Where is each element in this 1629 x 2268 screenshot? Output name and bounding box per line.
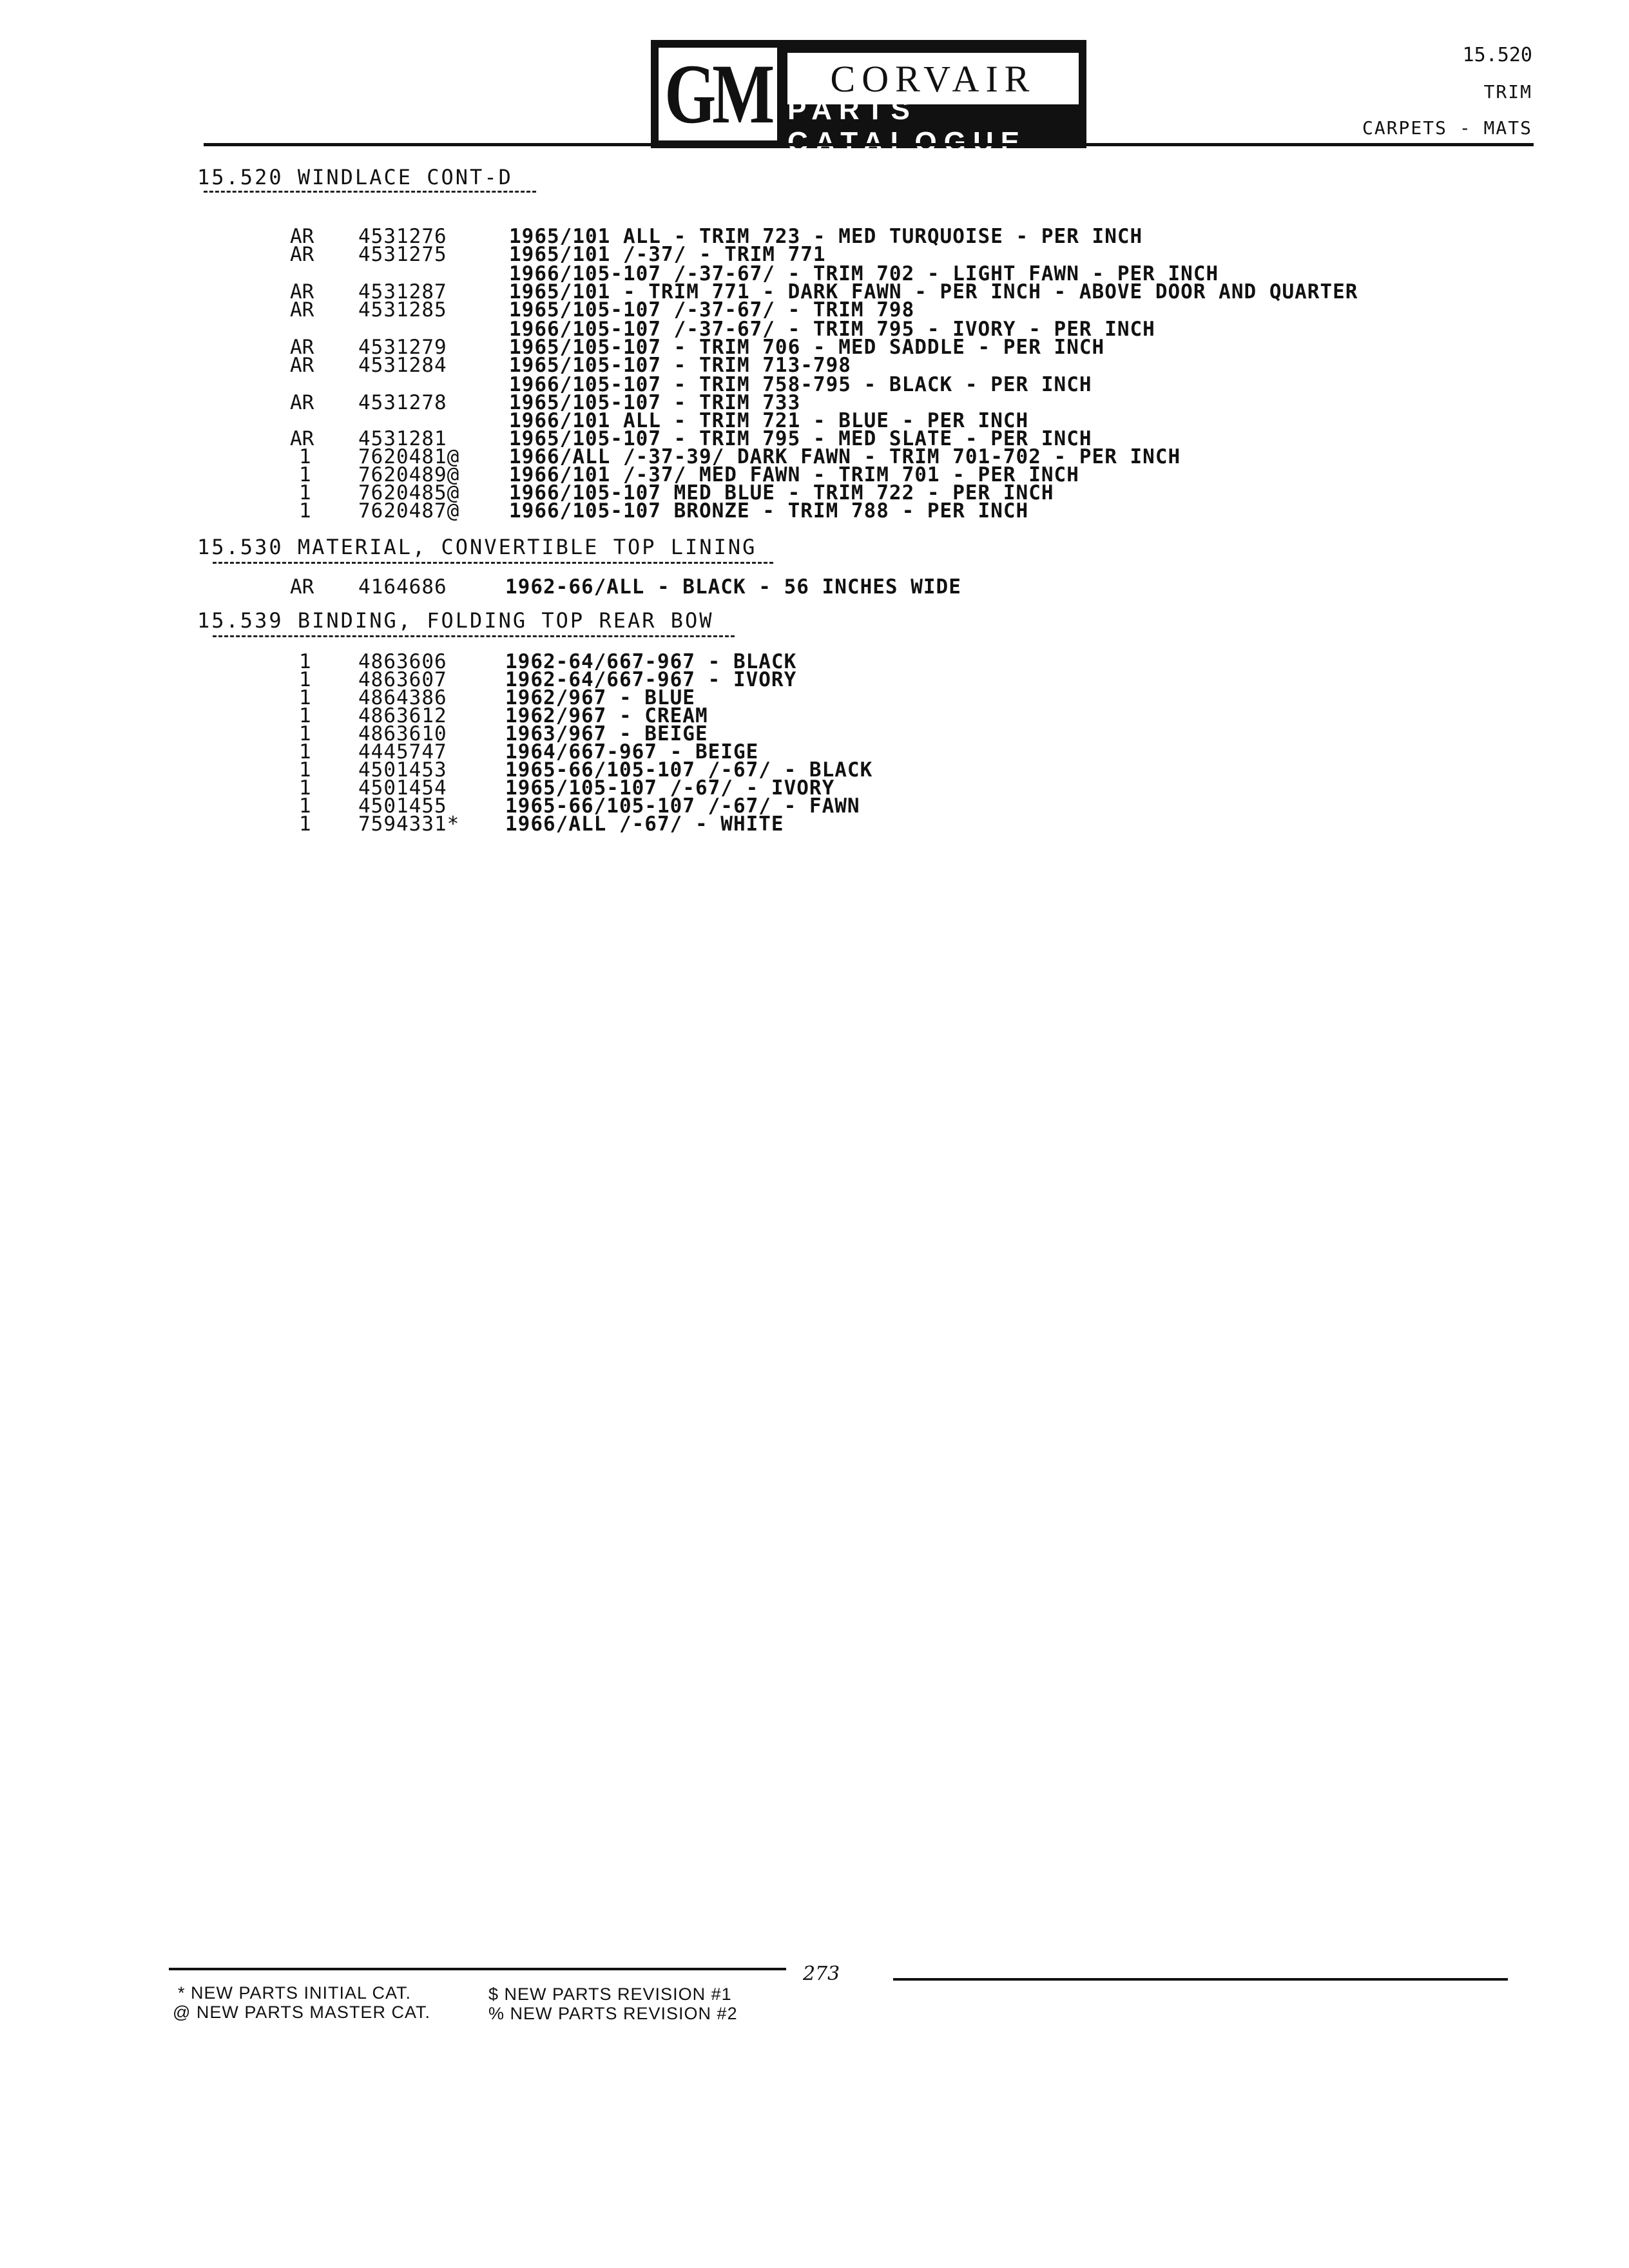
header-rule (204, 143, 1534, 146)
row-description: 1966/101 ALL - TRIM 721 - BLUE - PER INC… (509, 409, 1029, 432)
row-description: 1965/105-107 - TRIM 706 - MED SADDLE - P… (509, 336, 1105, 359)
header-category: TRIM (1483, 81, 1532, 102)
row-qty: AR (290, 280, 314, 303)
page-number: 273 (803, 1963, 840, 1985)
row-description: 1966/ALL /-67/ - WHITE (505, 812, 784, 836)
row-description: 1965/101 /-37/ - TRIM 771 (509, 243, 826, 266)
row-description: 1965/105-107 /-67/ - IVORY (505, 776, 835, 800)
row-qty: 1 (299, 668, 311, 691)
row-qty: 1 (299, 740, 311, 764)
row-part-number: 4531285 (358, 298, 447, 322)
row-description: 1965/101 - TRIM 771 - DARK FAWN - PER IN… (509, 280, 1358, 303)
row-qty: 1 (299, 499, 311, 523)
row-description: 1966/105-107 /-37-67/ - TRIM 702 - LIGHT… (509, 262, 1219, 285)
row-description: 1963/967 - BEIGE (505, 722, 708, 745)
row-part-number: 4531279 (358, 336, 447, 359)
row-qty: 1 (299, 481, 311, 505)
legend-revision-2: % NEW PARTS REVISION #2 (488, 2004, 738, 2023)
row-part-number: 7620485@ (358, 481, 460, 505)
row-part-number: 4445747 (358, 740, 447, 764)
row-qty: 1 (299, 812, 311, 836)
row-part-number: 4531278 (358, 391, 447, 414)
row-qty: AR (290, 575, 314, 599)
row-part-number: 4501453 (358, 758, 447, 782)
row-part-number: 4531281 (358, 427, 447, 450)
row-description: 1965/105-107 /-37-67/ - TRIM 798 (509, 298, 915, 322)
section-underline (213, 635, 735, 637)
row-qty: AR (290, 427, 314, 450)
row-part-number: 4531284 (358, 354, 447, 377)
row-description: 1965/101 ALL - TRIM 723 - MED TURQUOISE … (509, 225, 1143, 248)
row-part-number: 4864386 (358, 686, 447, 709)
row-qty: AR (290, 391, 314, 414)
row-part-number: 4863607 (358, 668, 447, 691)
legend-master-cat: @ NEW PARTS MASTER CAT. (173, 2003, 430, 2022)
row-part-number: 7620487@ (358, 499, 460, 523)
row-qty: 1 (299, 445, 311, 468)
corvair-title-box: CORVAIR (787, 53, 1079, 104)
row-qty: 1 (299, 463, 311, 486)
row-description: 1962-64/667-967 - BLACK (505, 650, 797, 673)
row-qty: 1 (299, 758, 311, 782)
row-description: 1966/101 /-37/ MED FAWN - TRIM 701 - PER… (509, 463, 1079, 486)
parts-catalogue-band: PARTS CATALOGUE (787, 94, 1079, 158)
row-qty: AR (290, 354, 314, 377)
row-qty: 1 (299, 686, 311, 709)
row-description: 1965-66/105-107 /-67/ - FAWN (505, 794, 860, 818)
row-qty: 1 (299, 794, 311, 818)
row-part-number: 4531287 (358, 280, 447, 303)
header-section-number: 15.520 (1462, 44, 1532, 66)
row-part-number: 4501455 (358, 794, 447, 818)
row-part-number: 7620489@ (358, 463, 460, 486)
footer-rule-left (169, 1968, 786, 1970)
row-description: 1966/105-107 - TRIM 758-795 - BLACK - PE… (509, 373, 1092, 396)
row-qty: 1 (299, 704, 311, 727)
row-part-number: 4863612 (358, 704, 447, 727)
row-part-number: 4863606 (358, 650, 447, 673)
row-part-number: 4164686 (358, 575, 447, 599)
footer-rule-right (893, 1978, 1508, 1981)
row-qty: 1 (299, 650, 311, 673)
row-qty: 1 (299, 722, 311, 745)
gm-corvair-logo: GM CORVAIR PARTS CATALOGUE (651, 40, 1086, 158)
section-title-binding: 15.539 BINDING, FOLDING TOP REAR BOW (197, 608, 714, 633)
gm-logo-text: GM (664, 46, 775, 141)
row-description: 1966/105-107 /-37-67/ - TRIM 795 - IVORY… (509, 318, 1155, 341)
row-qty: 1 (299, 776, 311, 800)
row-description: 1962-64/667-967 - IVORY (505, 668, 797, 691)
section-title-windlace: 15.520 WINDLACE CONT-D (197, 165, 513, 189)
row-description: 1962-66/ALL - BLACK - 56 INCHES WIDE (505, 575, 961, 599)
row-description: 1965/105-107 - TRIM 713-798 (509, 354, 851, 377)
row-description: 1962/967 - BLUE (505, 686, 695, 709)
row-qty: AR (290, 336, 314, 359)
parts-catalogue-title: PARTS CATALOGUE (787, 94, 1027, 158)
row-description: 1962/967 - CREAM (505, 704, 708, 727)
row-description: 1964/667-967 - BEIGE (505, 740, 759, 764)
row-description: 1965/105-107 - TRIM 795 - MED SLATE - PE… (509, 427, 1092, 450)
row-qty: AR (290, 298, 314, 322)
section-title-convertible-lining: 15.530 MATERIAL, CONVERTIBLE TOP LINING (197, 535, 757, 559)
row-qty: AR (290, 243, 314, 266)
header-subcategory: CARPETS - MATS (1362, 117, 1532, 139)
corvair-title: CORVAIR (830, 57, 1036, 100)
row-part-number: 7594331* (358, 812, 460, 836)
row-part-number: 4863610 (358, 722, 447, 745)
row-part-number: 4531275 (358, 243, 447, 266)
row-part-number: 4531276 (358, 225, 447, 248)
row-description: 1965-66/105-107 /-67/ - BLACK (505, 758, 873, 782)
row-description: 1966/105-107 BRONZE - TRIM 788 - PER INC… (509, 499, 1029, 523)
section-underline (204, 191, 536, 193)
row-description: 1965/105-107 - TRIM 733 (509, 391, 801, 414)
section-underline (213, 562, 773, 564)
row-qty: AR (290, 225, 314, 248)
row-description: 1966/105-107 MED BLUE - TRIM 722 - PER I… (509, 481, 1054, 505)
legend-revision-1: $ NEW PARTS REVISION #1 (488, 1984, 732, 2004)
row-part-number: 7620481@ (358, 445, 460, 468)
legend-initial-cat: * NEW PARTS INITIAL CAT. (178, 1983, 412, 2003)
row-part-number: 4501454 (358, 776, 447, 800)
gm-logo-box: GM (659, 48, 777, 140)
row-description: 1966/ALL /-37-39/ DARK FAWN - TRIM 701-7… (509, 445, 1181, 468)
